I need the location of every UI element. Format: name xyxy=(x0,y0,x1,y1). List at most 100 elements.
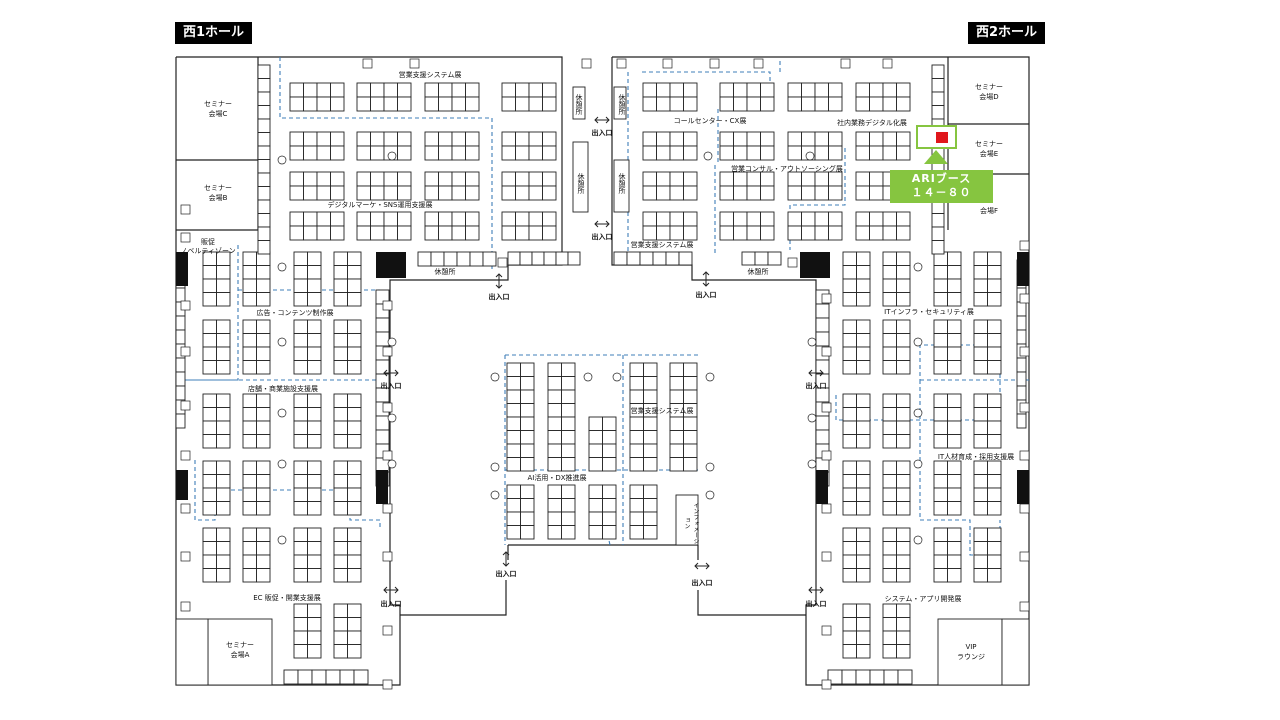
exit-icon xyxy=(495,273,503,278)
booth xyxy=(307,541,322,556)
booth xyxy=(293,501,308,516)
booth xyxy=(855,211,870,227)
booth xyxy=(856,617,871,632)
booth xyxy=(931,105,945,120)
booth xyxy=(501,185,516,201)
booth xyxy=(933,434,948,449)
booth xyxy=(639,251,654,266)
pillar-tag xyxy=(821,450,832,461)
exit-icon xyxy=(594,116,599,124)
pillar-marker xyxy=(583,372,593,382)
booth xyxy=(987,251,1002,266)
booth xyxy=(613,251,628,266)
booth xyxy=(656,211,671,227)
booth xyxy=(733,225,748,241)
booth xyxy=(882,644,897,659)
pillar-tag xyxy=(382,300,393,311)
booth xyxy=(855,96,870,112)
booth xyxy=(242,568,257,583)
booth xyxy=(856,527,871,542)
hall-wall xyxy=(175,56,563,686)
booth xyxy=(293,393,308,408)
booth xyxy=(347,393,362,408)
pillar-marker xyxy=(277,262,287,272)
booth xyxy=(347,333,362,348)
booth xyxy=(896,644,911,659)
booth xyxy=(629,484,644,499)
booth xyxy=(303,131,318,147)
booth xyxy=(257,159,271,174)
booth xyxy=(814,145,829,161)
booth xyxy=(333,554,348,569)
pillar-tag xyxy=(497,257,508,268)
booth xyxy=(882,251,897,266)
booth xyxy=(933,346,948,361)
booth xyxy=(683,362,698,377)
booth xyxy=(856,346,871,361)
booth xyxy=(289,225,304,241)
booth xyxy=(256,407,271,422)
booth xyxy=(438,225,453,241)
booth xyxy=(588,443,603,458)
booth xyxy=(242,346,257,361)
pillar-tag xyxy=(382,551,393,562)
booth xyxy=(973,568,988,583)
zone-label: 広告・コンテンツ制作展 xyxy=(256,309,334,317)
pillar-tag xyxy=(362,58,373,69)
pillar-tag xyxy=(180,450,191,461)
booth xyxy=(561,443,576,458)
booth-highlight[interactable] xyxy=(916,125,957,149)
booth xyxy=(855,185,870,201)
pillar-tag xyxy=(1019,551,1030,562)
booth xyxy=(330,131,345,147)
booth xyxy=(814,82,829,98)
booth xyxy=(882,333,897,348)
booth xyxy=(293,346,308,361)
booth xyxy=(547,403,562,418)
black-slab xyxy=(176,252,188,286)
booth xyxy=(1016,357,1027,373)
booth xyxy=(333,617,348,632)
booth xyxy=(216,278,231,293)
booth xyxy=(347,541,362,556)
booth xyxy=(828,185,843,201)
gray-box xyxy=(175,618,209,686)
booth xyxy=(947,346,962,361)
booth-callout[interactable]: ARIブース １４－８０ xyxy=(890,170,993,203)
booth xyxy=(242,251,257,266)
booth xyxy=(397,96,412,112)
booth xyxy=(347,346,362,361)
booth xyxy=(333,265,348,280)
booth xyxy=(882,346,897,361)
booth xyxy=(451,185,466,201)
booth xyxy=(882,460,897,475)
booth xyxy=(175,357,186,373)
booth xyxy=(506,376,521,391)
booth xyxy=(642,171,657,187)
booth xyxy=(216,554,231,569)
booth xyxy=(1016,329,1027,345)
booth xyxy=(683,145,698,161)
rest-area-label: 休憩所 xyxy=(618,93,626,115)
pillar-tag xyxy=(821,293,832,304)
booth xyxy=(933,501,948,516)
exit-icon xyxy=(383,586,388,594)
booth xyxy=(547,443,562,458)
booth xyxy=(330,171,345,187)
booth xyxy=(746,96,761,112)
booth xyxy=(303,145,318,161)
booth xyxy=(293,360,308,375)
booth xyxy=(882,541,897,556)
booth xyxy=(828,131,843,147)
pillar-marker xyxy=(913,337,923,347)
booth xyxy=(397,82,412,98)
booth xyxy=(987,319,1002,334)
booth xyxy=(602,525,617,540)
booth xyxy=(801,96,816,112)
booth xyxy=(896,420,911,435)
booth xyxy=(882,265,897,280)
booth xyxy=(896,554,911,569)
pillar-marker xyxy=(807,413,817,423)
booth xyxy=(828,171,843,187)
booth xyxy=(973,292,988,307)
